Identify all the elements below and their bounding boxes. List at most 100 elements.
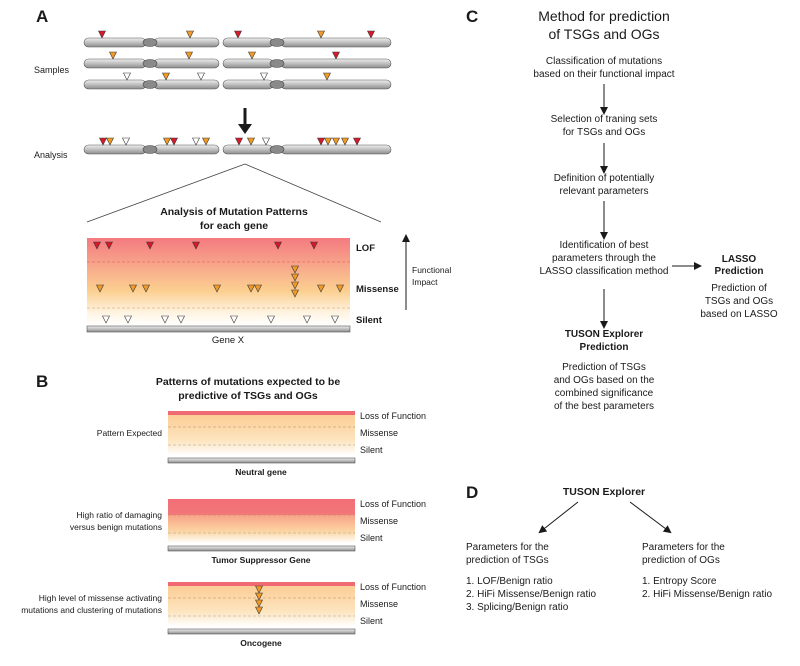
- pattern-band: [168, 411, 355, 455]
- silent-mutation: [177, 315, 185, 324]
- panel-c-title-line2: of TSGs and OGs: [548, 26, 659, 42]
- tuson-title: Prediction: [580, 342, 629, 353]
- missense-cluster-mutation: [255, 592, 263, 601]
- mutation-marker: [122, 137, 130, 146]
- mutation-band: [87, 238, 350, 326]
- lof-mutation: [105, 241, 113, 250]
- pattern-title-line2: for each gene: [200, 220, 268, 232]
- missense-cluster-mutation: [291, 281, 299, 290]
- mutation-marker: [162, 72, 170, 81]
- silent-mutation: [267, 315, 275, 324]
- tuson-description: combined significance: [555, 388, 654, 399]
- lof-mutation: [310, 241, 318, 250]
- gene-name: Oncogene: [240, 638, 282, 648]
- silent-label: Silent: [360, 445, 383, 455]
- pattern-description: versus benign mutations: [70, 522, 162, 532]
- method-step: relevant parameters: [560, 186, 649, 197]
- tuson-title: TUSON Explorer: [565, 329, 643, 340]
- gene-x-label: Gene X: [212, 335, 245, 346]
- gene-bar: [167, 457, 356, 464]
- zoom-line-left: [86, 163, 246, 223]
- panel-b-title-line1: Patterns of mutations expected to be: [156, 376, 341, 388]
- missense-mutation: [142, 284, 150, 293]
- gene-name: Tumor Suppressor Gene: [211, 555, 310, 565]
- missense-cluster-mutation: [255, 585, 263, 594]
- lof-label: Loss of Function: [360, 582, 426, 592]
- gene-mutations: [93, 241, 344, 324]
- silent-label: Silent: [360, 616, 383, 626]
- analysis-chromosome: [83, 137, 392, 155]
- pattern-band: [168, 582, 355, 626]
- missense-mutation: [96, 284, 104, 293]
- lasso-title: Prediction: [715, 266, 764, 277]
- zoom-line-right: [244, 163, 382, 223]
- panel-c-title-line1: Method for prediction: [538, 8, 670, 24]
- missense-label: Missense: [360, 516, 398, 526]
- lof-strip: [168, 499, 355, 515]
- lof-mutation: [93, 241, 101, 250]
- method-step: Identification of best: [560, 240, 649, 251]
- og-params-heading: prediction of OGs: [642, 555, 720, 566]
- og-params-heading: Parameters for the: [642, 542, 725, 553]
- analysis-label: Analysis: [34, 150, 68, 160]
- tsg-param-item: 1. LOF/Benign ratio: [466, 576, 553, 587]
- missense-mutation: [336, 284, 344, 293]
- sample-chrom-left: [83, 58, 220, 69]
- lof-mutation: [274, 241, 282, 250]
- lasso-title: LASSO: [722, 254, 757, 265]
- mutation-marker: [185, 51, 193, 60]
- pattern-title-line1: Analysis of Mutation Patterns: [160, 206, 308, 218]
- lof-strip: [168, 411, 355, 415]
- pattern-description: Pattern Expected: [97, 428, 162, 438]
- lof-strip: [168, 582, 355, 586]
- tsg-param-item: 3. Splicing/Benign ratio: [466, 602, 569, 613]
- tuson-description: and OGs based on the: [554, 375, 655, 386]
- mutation-marker: [186, 30, 194, 39]
- silent-mutation: [230, 315, 238, 324]
- mutation-marker: [260, 72, 268, 81]
- gene-bar: [86, 325, 351, 333]
- mutation-marker: [197, 72, 205, 81]
- mutation-marker: [323, 72, 331, 81]
- analysis-chrom-left: [83, 144, 220, 155]
- missense-label: Missense: [360, 599, 398, 609]
- mutation-marker: [332, 137, 340, 146]
- tsg-param-item: 2. HiFi Missense/Benign ratio: [466, 589, 596, 600]
- pattern-description: High level of missense activating: [39, 593, 163, 603]
- missense-label: Missense: [356, 284, 399, 295]
- mutation-marker: [262, 137, 270, 146]
- panel-d-letter: D: [466, 483, 478, 502]
- silent-mutation: [303, 315, 311, 324]
- missense-mutation: [254, 284, 262, 293]
- mutation-marker: [109, 51, 117, 60]
- analysis-chrom-right: [222, 144, 392, 155]
- mutation-marker: [123, 72, 131, 81]
- method-step: based on their functional impact: [533, 69, 674, 80]
- mutation-marker: [324, 137, 332, 146]
- og-param-item: 1. Entropy Score: [642, 576, 717, 587]
- panel-b-letter: B: [36, 372, 48, 391]
- method-step: LASSO classification method: [540, 266, 669, 277]
- lasso-description: Prediction of: [711, 283, 767, 294]
- lasso-description: TSGs and OGs: [705, 296, 773, 307]
- silent-label: Silent: [356, 315, 383, 326]
- sample-chrom-left: [83, 79, 220, 90]
- missense-mutation: [213, 284, 221, 293]
- missense-mutation: [129, 284, 137, 293]
- sample-chrom-right: [222, 58, 392, 69]
- down-arrowhead: [238, 124, 252, 134]
- pattern-description: High ratio of damaging: [76, 510, 162, 520]
- lof-label: Loss of Function: [360, 499, 426, 509]
- missense-cluster-mutation: [255, 599, 263, 608]
- missense-cluster-mutation: [291, 265, 299, 274]
- mutation-marker: [163, 137, 171, 146]
- gene-bar: [167, 545, 356, 552]
- missense-cluster-mutation: [291, 289, 299, 298]
- tuson-description: Prediction of TSGs: [562, 362, 646, 373]
- mutation-marker: [248, 51, 256, 60]
- lof-label: Loss of Function: [360, 411, 426, 421]
- mutation-marker: [170, 137, 178, 146]
